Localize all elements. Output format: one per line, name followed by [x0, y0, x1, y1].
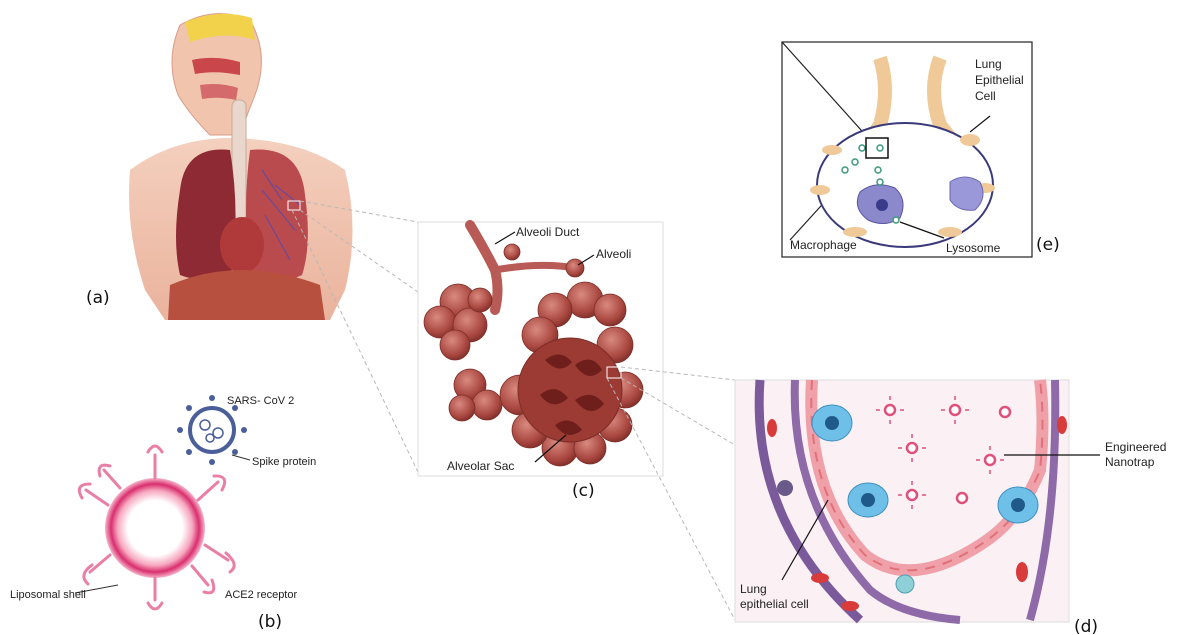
alveoli-label: Alveoli	[596, 247, 631, 261]
liposomal-shell-label: Liposomal shell	[10, 589, 86, 601]
panel-d-alveolus-section	[735, 380, 1100, 622]
virus-label: SARS- CoV 2	[227, 395, 294, 407]
panel-b-nanotrap	[75, 395, 250, 609]
nanotrap-label-line2: Nanotrap	[1105, 455, 1155, 469]
panel-c-tag: (c)	[572, 481, 595, 501]
lung-epithelial-label-line1: Lung	[740, 582, 767, 596]
ace2-receptor-label: ACE2 receptor	[225, 589, 297, 601]
alveoli-duct-label: Alveoli Duct	[516, 225, 580, 239]
liposome-shell-icon	[105, 478, 205, 578]
panel-a-respiratory-system	[129, 14, 353, 320]
e-epithelial-label-line1: Lung	[975, 57, 1002, 71]
alveolar-sac-label: Alveolar Sac	[447, 459, 514, 473]
nanotrap-label-line1: Engineered	[1105, 440, 1166, 454]
macrophage-label: Macrophage	[790, 238, 857, 252]
panel-b-tag: (b)	[258, 612, 282, 632]
lysosome-label: Lysosome	[946, 241, 1001, 255]
lung-epithelial-label-line2: epithelial cell	[740, 597, 809, 611]
spike-protein-label: Spike protein	[252, 456, 316, 468]
e-epithelial-label-line2: Epithelial	[975, 73, 1024, 87]
panel-e-tag: (e)	[1036, 235, 1060, 255]
e-epithelial-label-line3: Cell	[975, 89, 996, 103]
panel-d-tag: (d)	[1074, 617, 1098, 635]
panel-a-tag: (a)	[86, 288, 110, 308]
